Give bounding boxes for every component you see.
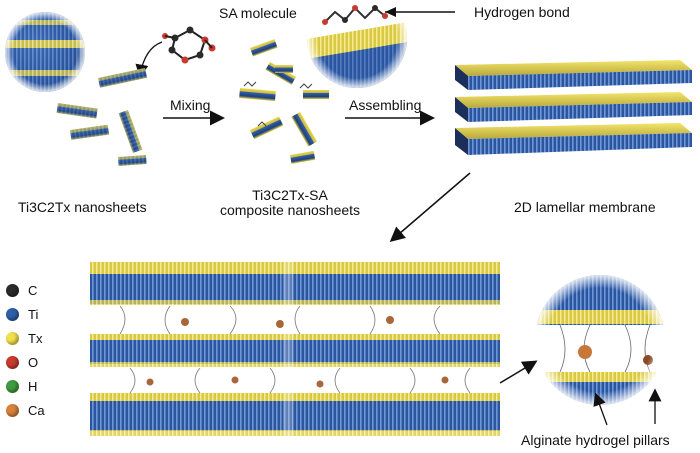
label-composite-line1: Ti3C2Tx-SA <box>252 187 328 203</box>
legend-dot-ti <box>6 308 19 321</box>
nanosheets-scattered <box>56 68 148 166</box>
pillar-pointer-1 <box>593 392 608 426</box>
legend-dot-tx <box>6 332 19 345</box>
label-composite-line2: composite nanosheets <box>219 202 361 218</box>
lamellar-membrane-graphic <box>455 60 692 155</box>
label-ti3c2tx-nanosheets-text: Ti3C2Tx nanosheets <box>18 199 147 215</box>
legend-dot-c <box>6 284 19 297</box>
legend-item-ti: Ti <box>6 307 38 322</box>
legend-dot-h <box>6 380 19 393</box>
zoom-circle-pillars <box>535 275 665 405</box>
zoom-arrow <box>389 172 471 242</box>
zoom-circle-hbond <box>307 0 407 88</box>
legend-label-ti: Ti <box>28 307 39 322</box>
enlarged-membrane-graphic <box>90 262 500 436</box>
label-sa-molecule: SA molecule <box>219 5 297 21</box>
pillar-zoom-arrow <box>499 360 538 384</box>
zoom-circle-tl <box>5 12 85 92</box>
label-alginate-pillars: Alginate hydrogel pillars <box>521 432 670 448</box>
legend-item-h: H <box>6 379 37 394</box>
label-composite: Ti3C2Tx-SA composite nanosheets <box>215 188 365 218</box>
legend-label-ca: Ca <box>28 403 45 418</box>
label-lamellar-membrane: 2D lamellar membrane <box>514 199 656 215</box>
sa-molecule-graphic <box>135 26 216 78</box>
legend-label-tx: Tx <box>28 331 43 346</box>
hbond-arrow-head <box>385 7 396 17</box>
label-mixing: Mixing <box>170 97 211 113</box>
label-hydrogen-bond: Hydrogen bond <box>474 4 570 20</box>
legend-label-o: O <box>28 355 39 370</box>
legend-dot-ca <box>6 404 19 417</box>
label-ti3c2tx-nanosheets: Ti3C2Tx nanosheets <box>18 200 147 215</box>
legend-label-h: H <box>28 379 38 394</box>
legend-label-c: C <box>28 283 38 298</box>
label-assembling: Assembling <box>349 97 422 113</box>
legend-item-c: C <box>6 283 37 298</box>
legend-dot-o <box>6 356 19 369</box>
legend-item-o: O <box>6 355 38 370</box>
legend-item-ca: Ca <box>6 403 45 418</box>
composite-nanosheets-graphic <box>239 39 329 164</box>
legend-item-tx: Tx <box>6 331 42 346</box>
